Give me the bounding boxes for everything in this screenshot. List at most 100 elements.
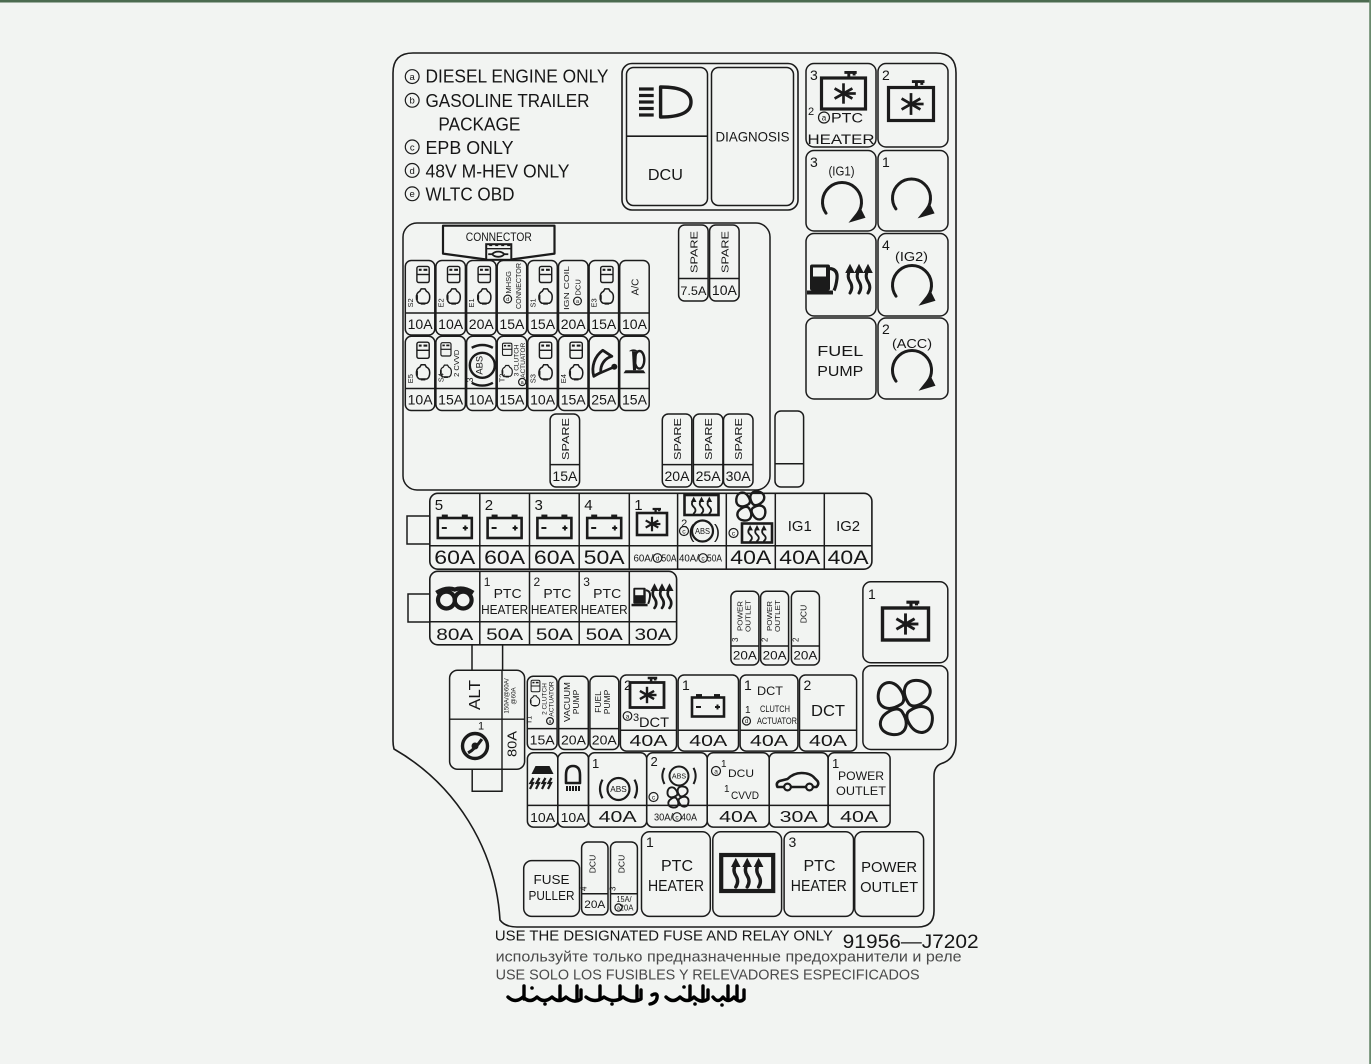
svg-text:1: 1: [724, 784, 730, 795]
svg-text:DCU: DCU: [648, 167, 683, 184]
svg-text:T2: T2: [498, 374, 507, 383]
svg-text:15A: 15A: [561, 392, 587, 408]
svg-text:SPARE: SPARE: [733, 418, 745, 460]
svg-text:PULLER: PULLER: [529, 888, 575, 903]
svg-text:EPB ONLY: EPB ONLY: [426, 138, 514, 158]
svg-text:10A: 10A: [622, 316, 648, 332]
svg-text:DCU: DCU: [588, 855, 598, 873]
svg-text:40A: 40A: [719, 809, 757, 826]
svg-text:4: 4: [580, 886, 589, 891]
svg-text:(ACC): (ACC): [892, 337, 932, 351]
svg-text:DCU: DCU: [728, 768, 754, 780]
svg-text:A/C: A/C: [631, 279, 642, 296]
svg-text:E5: E5: [406, 374, 415, 383]
svg-text:d: d: [656, 555, 660, 562]
svg-text:10A: 10A: [469, 392, 495, 408]
svg-text:40A: 40A: [599, 809, 637, 826]
svg-text:DIAGNOSIS: DIAGNOSIS: [716, 129, 790, 145]
svg-text:10A: 10A: [408, 392, 434, 408]
svg-text:2: 2: [808, 106, 814, 118]
svg-text:S3: S3: [528, 374, 537, 383]
svg-text:CONNECTOR: CONNECTOR: [466, 232, 532, 244]
svg-text:): ): [714, 522, 720, 543]
svg-text:используйте только предназначе: используйте только предназначенные предо…: [496, 949, 962, 966]
svg-text:S2: S2: [406, 298, 415, 307]
svg-text:15A/: 15A/: [617, 895, 633, 904]
svg-text:7.5A: 7.5A: [680, 284, 706, 298]
svg-text:10A: 10A: [408, 316, 434, 332]
svg-text:40A: 40A: [828, 548, 869, 569]
svg-text:DCT: DCT: [757, 684, 784, 698]
svg-text:40A: 40A: [750, 733, 788, 750]
svg-text:PUMP: PUMP: [602, 689, 612, 714]
svg-text:2: 2: [681, 518, 687, 530]
svg-text:25A: 25A: [591, 392, 617, 408]
svg-text:150A/@60A/: 150A/@60A/: [504, 678, 511, 713]
svg-text:c: c: [675, 814, 679, 821]
svg-text:1: 1: [646, 834, 654, 850]
svg-text:CVVD: CVVD: [731, 790, 759, 802]
svg-text:OUTLET: OUTLET: [860, 879, 918, 896]
svg-text:T1: T1: [527, 716, 534, 724]
svg-text:30A/: 30A/: [654, 813, 673, 824]
svg-text:40A: 40A: [689, 733, 727, 750]
svg-text:1: 1: [745, 705, 751, 716]
svg-text:25A: 25A: [696, 468, 722, 484]
svg-text:4: 4: [882, 237, 890, 253]
svg-text:PTC: PTC: [494, 586, 522, 601]
svg-text:15A: 15A: [499, 392, 525, 408]
svg-text:@60A: @60A: [511, 686, 518, 704]
svg-text:PTC: PTC: [661, 858, 693, 875]
svg-text:DCT: DCT: [811, 703, 845, 720]
svg-text:CLUTCH: CLUTCH: [760, 704, 790, 714]
svg-text:PTC: PTC: [804, 858, 836, 875]
svg-text:a: a: [549, 719, 552, 725]
svg-text:HEATER: HEATER: [581, 602, 628, 617]
svg-text:3: 3: [789, 834, 797, 850]
svg-text:d: d: [506, 297, 509, 303]
svg-text:15A: 15A: [552, 468, 578, 484]
svg-text:(IG1): (IG1): [829, 165, 855, 179]
svg-text:ABS: ABS: [672, 774, 687, 781]
svg-text:IG1: IG1: [788, 518, 812, 535]
svg-text:15A: 15A: [530, 316, 556, 332]
svg-text:20A: 20A: [620, 904, 635, 913]
svg-text:SPARE: SPARE: [719, 231, 731, 273]
svg-text:a: a: [714, 768, 718, 775]
svg-text:50A: 50A: [586, 625, 624, 644]
svg-text:80A: 80A: [505, 731, 520, 757]
svg-text:2: 2: [624, 677, 632, 693]
svg-text:2 CVVD: 2 CVVD: [452, 349, 461, 377]
svg-text:PUMP: PUMP: [571, 689, 581, 714]
svg-text:ACTUATOR: ACTUATOR: [549, 681, 556, 716]
svg-text:d: d: [745, 719, 748, 725]
svg-text:a: a: [410, 72, 416, 83]
svg-text:a: a: [822, 113, 827, 122]
svg-text:60A/: 60A/: [634, 554, 654, 565]
svg-text:E1: E1: [467, 298, 476, 307]
svg-text:1: 1: [592, 756, 599, 771]
svg-text:10A: 10A: [530, 810, 555, 825]
svg-text:HEATER: HEATER: [648, 878, 704, 895]
svg-text:3: 3: [465, 377, 475, 382]
svg-text:3: 3: [731, 637, 740, 642]
svg-text:3: 3: [810, 67, 818, 83]
svg-text:50A: 50A: [486, 625, 524, 644]
svg-text:40A: 40A: [779, 548, 820, 569]
svg-text:VACUUM: VACUUM: [562, 682, 572, 722]
svg-text:40A: 40A: [630, 733, 668, 750]
svg-text:ABS: ABS: [695, 527, 710, 536]
svg-text:PTC: PTC: [593, 586, 621, 601]
svg-text:15A: 15A: [499, 316, 525, 332]
svg-text:c: c: [682, 528, 686, 535]
svg-text:30A: 30A: [635, 625, 673, 644]
svg-text:E3: E3: [590, 298, 599, 307]
svg-text:15A: 15A: [530, 733, 555, 748]
svg-text:e: e: [410, 189, 415, 200]
svg-text:(IG2): (IG2): [895, 250, 928, 264]
svg-text:c: c: [732, 530, 736, 537]
svg-text:a: a: [521, 380, 524, 386]
svg-text:20A: 20A: [793, 649, 817, 663]
svg-text:d: d: [410, 166, 415, 177]
svg-text:ACTUATOR: ACTUATOR: [757, 716, 797, 726]
